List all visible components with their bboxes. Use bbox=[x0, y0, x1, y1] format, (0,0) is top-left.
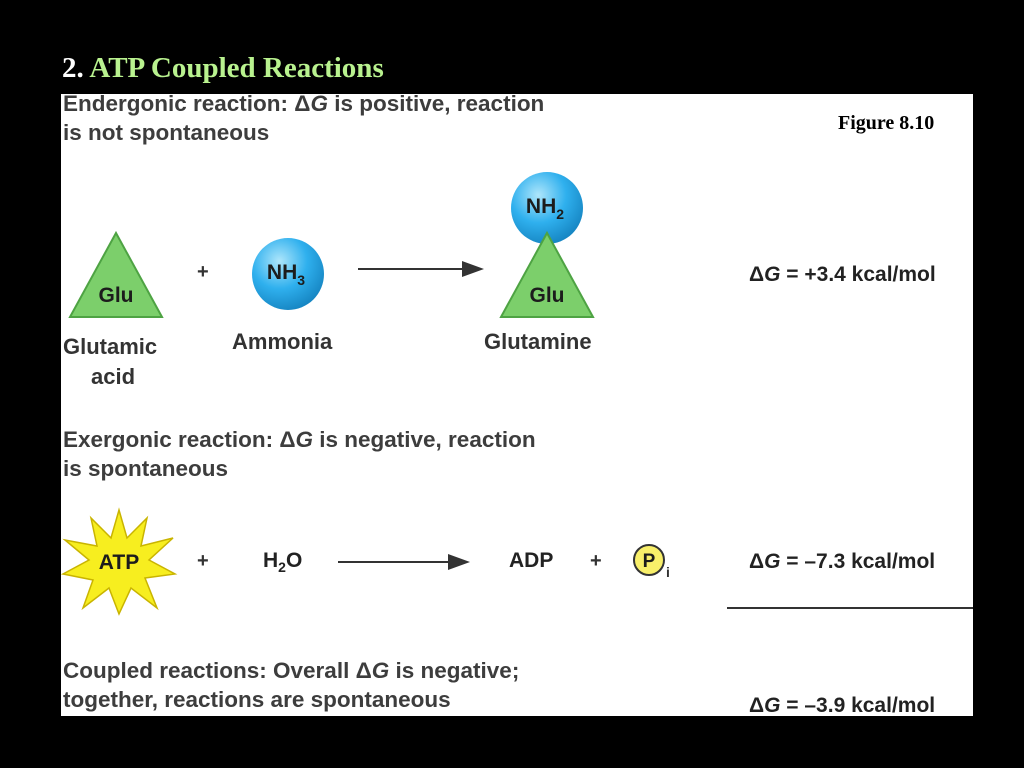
exergonic-heading-line2: is spontaneous bbox=[63, 456, 229, 481]
delta-symbol: Δ bbox=[294, 94, 311, 116]
slide-number: 2. bbox=[62, 52, 84, 84]
coupled-heading: Coupled reactions: Overall ΔG is negativ… bbox=[63, 656, 519, 714]
phosphate-circle-icon: P bbox=[633, 544, 665, 576]
coupled-heading-prefix: Coupled reactions: Overall bbox=[63, 658, 356, 683]
glu-label-product: Glu bbox=[530, 284, 565, 307]
slide-title: 2. ATP Coupled Reactions bbox=[62, 52, 384, 85]
delta-symbol: Δ bbox=[749, 694, 765, 716]
amine-group-sphere-icon: NH2 bbox=[511, 172, 583, 244]
g-symbol: G bbox=[764, 263, 781, 286]
glutamic-acid-label: Glutamic acid bbox=[63, 332, 157, 392]
water-label: H2O bbox=[263, 549, 303, 575]
glutamine-triangle-icon: Glu bbox=[499, 230, 595, 318]
endergonic-heading-line2: is not spontaneous bbox=[63, 120, 270, 145]
figure-panel: Figure 8.10 Endergonic reaction: ΔG is p… bbox=[61, 94, 973, 716]
svg-text:NH3: NH3 bbox=[267, 261, 305, 288]
delta-symbol: Δ bbox=[749, 550, 765, 573]
exergonic-heading: Exergonic reaction: ΔG is negative, reac… bbox=[63, 425, 536, 483]
g-symbol: G bbox=[371, 658, 390, 683]
glutamine-label: Glutamine bbox=[484, 329, 592, 354]
reaction-arrow-icon bbox=[338, 554, 470, 570]
sum-divider-line bbox=[727, 607, 973, 609]
slide-title-text: ATP Coupled Reactions bbox=[89, 52, 384, 84]
delta-g-value: = –7.3 kcal/mol bbox=[780, 550, 936, 573]
glu-label: Glu bbox=[99, 284, 134, 307]
endergonic-heading-rest: is positive, reaction bbox=[327, 94, 545, 116]
delta-g-value: = +3.4 kcal/mol bbox=[780, 263, 936, 286]
plus-sign: + bbox=[590, 550, 602, 572]
glutamic-acid-line2: acid bbox=[91, 364, 136, 389]
plus-sign: + bbox=[197, 550, 209, 572]
water-subscript: 2 bbox=[278, 559, 286, 575]
coupled-heading-line2: together, reactions are spontaneous bbox=[63, 687, 451, 712]
endergonic-delta-g: ΔG = +3.4 kcal/mol bbox=[749, 263, 936, 287]
phosphate-subscript: i bbox=[666, 564, 670, 580]
phosphate-label: P bbox=[643, 551, 656, 572]
water-h: H bbox=[263, 549, 279, 572]
coupled-delta-g: ΔG = –3.9 kcal/mol bbox=[749, 694, 935, 716]
g-symbol: G bbox=[310, 94, 328, 116]
water-o: O bbox=[285, 549, 303, 572]
nh3-label: NH bbox=[267, 261, 297, 284]
atp-label: ATP bbox=[99, 551, 139, 574]
svg-text:NH2: NH2 bbox=[526, 195, 564, 222]
nh2-subscript: 2 bbox=[556, 206, 564, 222]
glutamic-acid-line1: Glutamic bbox=[63, 334, 158, 359]
exergonic-heading-rest: is negative, reaction bbox=[313, 427, 536, 452]
g-symbol: G bbox=[764, 694, 781, 716]
delta-symbol: Δ bbox=[279, 427, 296, 452]
ammonia-label: Ammonia bbox=[232, 329, 333, 354]
delta-symbol: Δ bbox=[355, 658, 372, 683]
endergonic-heading-prefix: Endergonic reaction: bbox=[63, 94, 295, 116]
ammonia-sphere-icon: NH3 bbox=[252, 238, 324, 310]
coupled-heading-rest: is negative; bbox=[389, 658, 520, 683]
plus-sign: + bbox=[197, 261, 209, 283]
endergonic-heading: Endergonic reaction: ΔG is positive, rea… bbox=[63, 94, 544, 147]
reaction-arrow-icon bbox=[358, 261, 484, 277]
g-symbol: G bbox=[295, 427, 313, 452]
exergonic-heading-prefix: Exergonic reaction: bbox=[63, 427, 280, 452]
exergonic-delta-g: ΔG = –7.3 kcal/mol bbox=[749, 550, 935, 574]
adp-label: ADP bbox=[509, 549, 554, 572]
figure-label: Figure 8.10 bbox=[838, 112, 935, 134]
delta-g-value: = –3.9 kcal/mol bbox=[780, 694, 936, 716]
g-symbol: G bbox=[764, 550, 781, 573]
glutamic-acid-triangle-icon: Glu bbox=[68, 230, 164, 318]
atp-starburst-icon: ATP bbox=[61, 507, 178, 616]
nh2-label: NH bbox=[526, 195, 556, 218]
delta-symbol: Δ bbox=[749, 263, 765, 286]
nh3-subscript: 3 bbox=[297, 272, 305, 288]
